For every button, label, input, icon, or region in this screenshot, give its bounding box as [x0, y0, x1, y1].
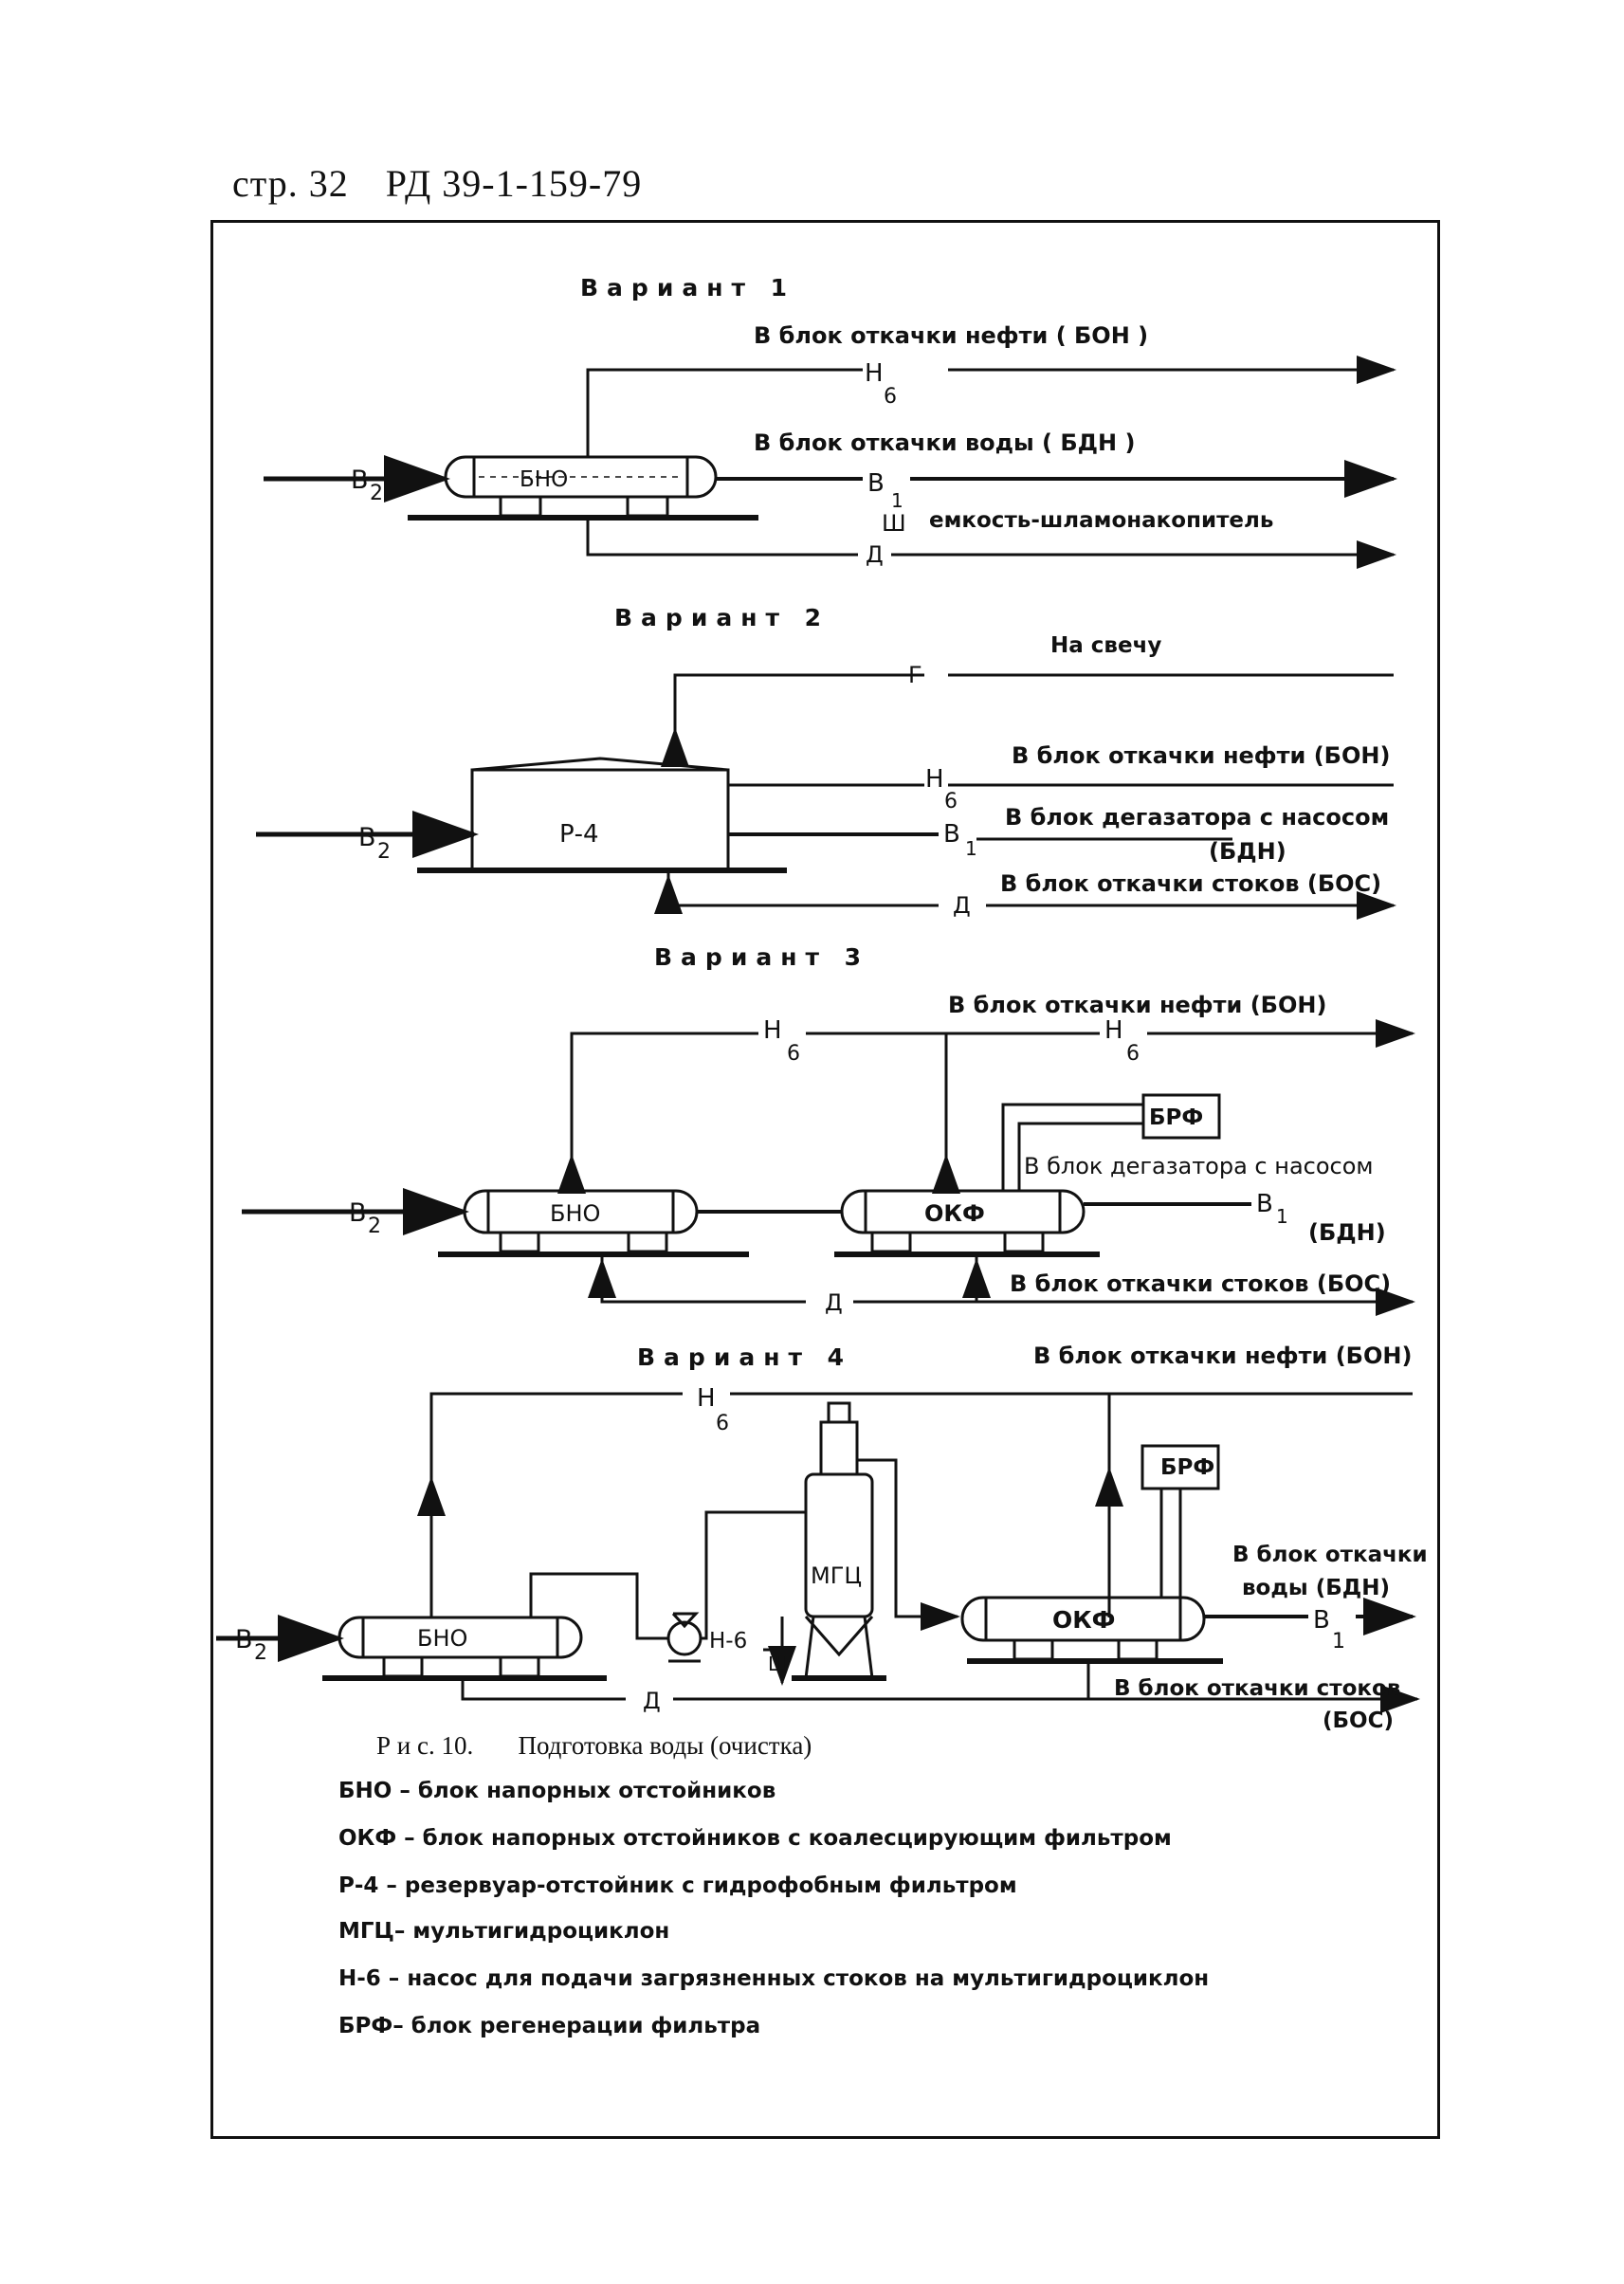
variant3-schema	[242, 1019, 1415, 1316]
page-header: стр. 32 РД 39-1-159-79	[232, 161, 668, 206]
variant4-bno-vessel	[338, 1616, 583, 1659]
variant1-schema	[264, 356, 1397, 569]
variant1-inlet-sub: 2	[370, 482, 383, 505]
variant1-sludge-label: емкость-шламонакопитель	[929, 508, 1273, 533]
variant4-oil-line-label: В блок откачки нефти (БОН)	[1033, 1343, 1412, 1369]
variant2-r4-tank	[470, 768, 730, 871]
variant3-okf-vessel	[840, 1189, 1086, 1234]
variant4-okf-vessel	[960, 1596, 1206, 1642]
variant2-oil-line-label: В блок откачки нефти (БОН)	[1012, 742, 1390, 769]
variant1-sludge-tag: Ш	[882, 510, 906, 537]
variant3-oil-line-label: В блок откачки нефти (БОН)	[948, 992, 1326, 1018]
variant1-water-line-label: В блок откачки воды ( БДН )	[754, 429, 1135, 456]
variant4-mgc-label: МГЦ	[811, 1562, 862, 1589]
variant2-drain-line-label: В блок откачки стоков (БОС)	[1000, 870, 1381, 897]
legend-item: ОКФ – блок напорных отстойников с коалес…	[338, 1826, 1172, 1851]
variant4-pump-label: Н-6	[709, 1629, 747, 1654]
page-number: стр. 32	[232, 162, 349, 205]
variant3-brf-label: БРФ	[1149, 1105, 1203, 1130]
document-code: РД 39-1-159-79	[385, 162, 643, 205]
variant3-inlet-sub: 2	[368, 1215, 381, 1238]
variant4-oil-tag: Н	[697, 1384, 716, 1413]
variant2-water-tag: В	[943, 820, 960, 849]
legend-item: БРФ– блок регенерации фильтра	[338, 2014, 761, 2038]
variant4-okf-label: ОКФ	[1052, 1606, 1115, 1634]
variant4-inlet-tag: В	[235, 1625, 253, 1654]
legend-item: Р-4 – резервуар-отстойник с гидрофобным …	[338, 1873, 1017, 1898]
variant1-oil-tag: Н	[865, 359, 884, 388]
figure-caption-number: Р и с. 10.	[376, 1731, 474, 1760]
variant4-drain-tag: Д	[643, 1688, 661, 1714]
variant3-water-tag-sub: 1	[1276, 1205, 1288, 1228]
variant3-okf-label: ОКФ	[924, 1200, 985, 1227]
variant1-water-tag-sub: 1	[891, 489, 903, 512]
variant2-tank-label: Р-4	[559, 820, 599, 849]
variant4-bno-label: БНО	[417, 1625, 467, 1652]
variant2-title: Вариант 2	[614, 604, 830, 631]
variant4-drain-line-label-2: (БОС)	[1323, 1708, 1394, 1733]
variant2-drain-tag: Д	[953, 892, 971, 919]
variant3-oil-tag-1-sub: 6	[787, 1042, 800, 1066]
variant1-vessel-label: БНО	[520, 467, 568, 492]
variant4-water-tag: В	[1313, 1606, 1330, 1635]
legend-item: Н-6 – насос для подачи загрязненных сток…	[338, 1966, 1210, 1991]
variant3-drain-tag: Д	[825, 1289, 843, 1316]
variant3-bno-label: БНО	[550, 1200, 600, 1227]
variant3-drain-line-label: В блок откачки стоков (БОС)	[1010, 1270, 1391, 1297]
variant2-oil-tag: Н	[925, 765, 944, 794]
variant4-water-line-label: В блок откачки	[1232, 1543, 1428, 1567]
variant1-water-tag: В	[867, 469, 885, 498]
variant3-title: Вариант 3	[654, 943, 869, 971]
variant3-oil-tag-2-sub: 6	[1126, 1042, 1140, 1066]
legend-item: БНО – блок напорных отстойников	[338, 1779, 776, 1803]
variant3-brf-block	[1141, 1093, 1221, 1140]
variant1-oil-line-label: В блок откачки нефти ( БОН )	[754, 322, 1148, 349]
variant2-schema	[256, 673, 1396, 920]
variant2-inlet-tag: В	[358, 823, 376, 852]
variant2-water-tag-sub: 1	[965, 837, 977, 860]
figure-frame	[210, 220, 1440, 2139]
variant4-drain-line-label: В блок откачки стоков	[1114, 1676, 1400, 1701]
figure-caption-text: Подготовка воды (очистка)	[518, 1731, 812, 1760]
variant4-brf-label: БРФ	[1160, 1455, 1214, 1480]
variant4-title: Вариант 4	[637, 1343, 852, 1371]
variant3-water-line-label-2: (БДН)	[1308, 1219, 1386, 1246]
variant2-oil-tag-sub: 6	[944, 790, 958, 813]
variant3-oil-tag-1: Н	[763, 1016, 782, 1045]
variant4-schema	[216, 1392, 1420, 1713]
variant2-gas-tag: Г	[908, 662, 922, 688]
variant4-oil-tag-sub: 6	[716, 1412, 729, 1435]
variant1-oil-tag-sub: 6	[884, 385, 897, 409]
variant3-water-line-label: В блок дегазатора с насосом	[1024, 1153, 1374, 1179]
variant4-sludge-tag: Ш	[768, 1653, 788, 1675]
legend-item: МГЦ– мультигидроциклон	[338, 1919, 670, 1944]
variant4-water-line-label-2: воды (БДН)	[1242, 1576, 1390, 1600]
variant3-oil-tag-2: Н	[1104, 1016, 1123, 1045]
variant2-gas-line-label: На свечу	[1050, 633, 1161, 658]
variant2-water-line-label: В блок дегазатора с насосом	[1005, 804, 1389, 831]
variant3-water-tag: В	[1256, 1190, 1273, 1218]
variant1-inlet-tag: В	[351, 466, 369, 495]
variant4-water-tag-sub: 1	[1332, 1630, 1345, 1654]
variant1-drain-tag: Д	[866, 541, 884, 568]
variant4-mgc-column	[804, 1472, 874, 1618]
variant2-inlet-sub: 2	[377, 840, 391, 864]
variant4-inlet-sub: 2	[254, 1641, 267, 1665]
variant2-water-line-label-2: (БДН)	[1209, 838, 1286, 865]
figure-caption: Р и с. 10. Подготовка воды (очистка)	[376, 1731, 812, 1761]
variant3-inlet-tag: В	[349, 1198, 367, 1228]
variant1-title: Вариант 1	[580, 274, 795, 301]
